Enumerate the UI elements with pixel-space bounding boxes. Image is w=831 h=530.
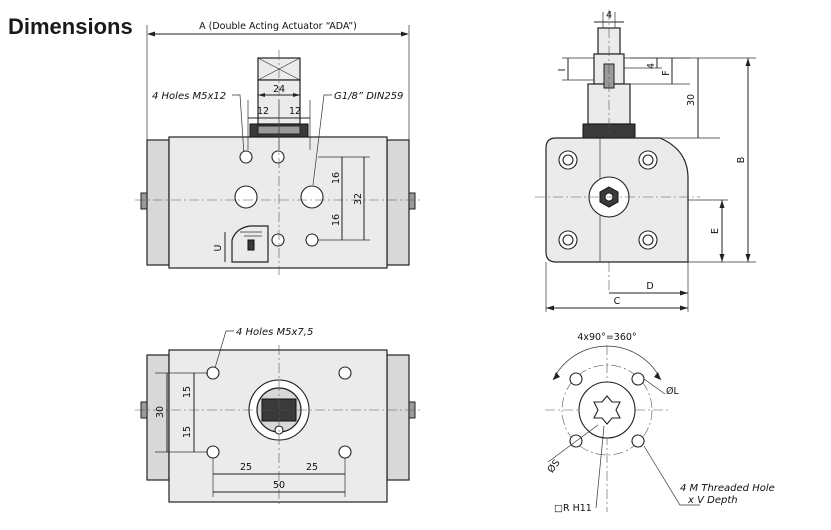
dim-12-left: 12 — [257, 106, 269, 117]
side-view: 4 I 4 F 30 — [535, 10, 756, 312]
flange-view: 4x90°=360° ØL ØS 4 M Threaded Hole x V D… — [545, 332, 775, 514]
left-end-cap — [146, 139, 170, 266]
dim-c: C — [614, 296, 621, 307]
dim-16-lower: 16 — [331, 214, 342, 226]
dim-4-slot: 4 — [646, 63, 657, 69]
dim-12-right: 12 — [289, 106, 301, 117]
pattern-angle-label: 4x90°=360° — [577, 332, 636, 343]
dim-15-upper: 15 — [182, 386, 193, 398]
dim-e: E — [710, 228, 721, 234]
dim-d: D — [646, 281, 653, 292]
dim-30-bottom: 30 — [155, 406, 166, 418]
threaded-hole-callout-line1: 4 M Threaded Hole — [680, 483, 775, 494]
front-view: A (Double Acting Actuator “ADA”) 24 12 1… — [135, 21, 420, 275]
dim-a-label: A (Double Acting Actuator “ADA”) — [199, 21, 357, 32]
dim-u: U — [213, 244, 224, 251]
threaded-hole-callout-line2: x V Depth — [687, 495, 738, 506]
dim-phi-s: ØS — [546, 458, 563, 475]
square-drive-label: □R H11 — [554, 503, 592, 514]
dim-50: 50 — [273, 480, 285, 491]
dim-25-right: 25 — [306, 462, 318, 473]
dim-25-left: 25 — [240, 462, 252, 473]
dim-30-shaft: 30 — [686, 94, 697, 106]
dim-4-top: 4 — [606, 10, 612, 21]
dim-i: I — [557, 69, 568, 72]
dim-32: 32 — [353, 193, 364, 205]
right-end-cap — [386, 139, 410, 266]
port-thread-callout: G1/8” DIN259 — [334, 91, 403, 102]
dim-b: B — [736, 157, 747, 164]
bottom-view: 4 Holes M5x7,5 30 15 15 25 25 50 — [135, 327, 420, 505]
dim-f: F — [661, 70, 672, 75]
page-title: Dimensions — [8, 14, 133, 39]
dim-16-upper: 16 — [331, 172, 342, 184]
dim-phi-l: ØL — [666, 386, 679, 397]
top-holes-callout: 4 Holes M5x12 — [152, 91, 226, 102]
bottom-holes-callout: 4 Holes M5x7,5 — [236, 327, 313, 338]
dim-15-lower: 15 — [182, 426, 193, 438]
